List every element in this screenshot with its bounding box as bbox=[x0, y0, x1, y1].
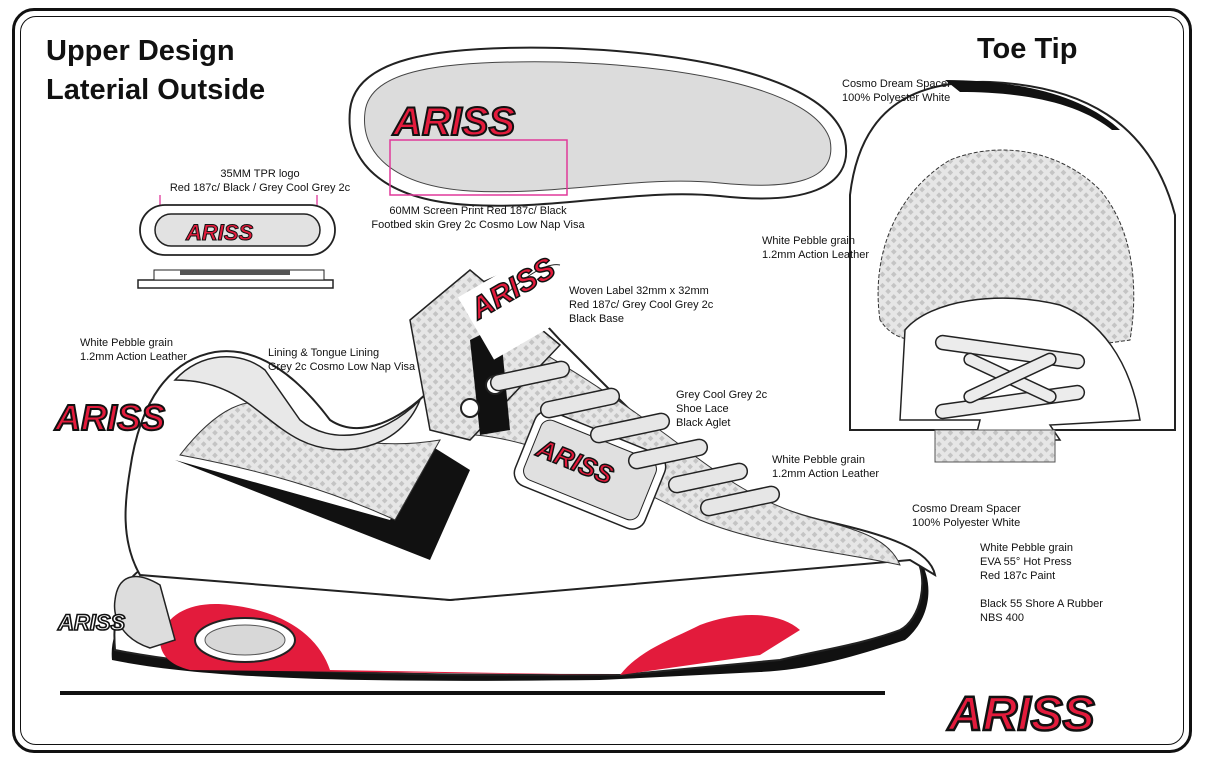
note-spacer-side: Cosmo Dream Spacer 100% Polyester White bbox=[912, 502, 1021, 530]
note-heel-pebble-line1: White Pebble grain bbox=[80, 337, 173, 349]
note-heel-pebble: White Pebble grain 1.2mm Action Leather bbox=[80, 336, 187, 364]
note-lining-line1: Lining & Tongue Lining bbox=[268, 347, 380, 359]
note-sole-line4: Black 55 Shore A Rubber bbox=[980, 598, 1103, 610]
note-sole-line2: EVA 55° Hot Press bbox=[980, 556, 1072, 568]
note-vamp-pebble-line1: White Pebble grain bbox=[772, 454, 865, 466]
note-tpr-line2: Red 187c/ Black / Grey Cool Grey 2c bbox=[169, 182, 351, 194]
note-tpr-logo: 35MM TPR logo Red 187c/ Black / Grey Coo… bbox=[160, 167, 360, 195]
title-laterial-outside: Laterial Outside bbox=[46, 74, 266, 106]
note-toe-pebble-line2: 1.2mm Action Leather bbox=[762, 249, 870, 261]
note-footbed-line2: Footbed skin Grey 2c Cosmo Low Nap Visa bbox=[371, 219, 585, 231]
note-tpr-line1: 35MM TPR logo bbox=[220, 168, 300, 180]
note-lining: Lining & Tongue Lining Grey 2c Cosmo Low… bbox=[268, 346, 415, 374]
note-sole-line3: Red 187c Paint bbox=[980, 570, 1056, 582]
title-upper-design: Upper Design bbox=[46, 35, 235, 67]
note-lace-line3: Black Aglet bbox=[676, 417, 731, 429]
toe-tip-view bbox=[849, 80, 1176, 463]
footbed-ariss-logo: ARISS bbox=[392, 100, 516, 144]
note-spacer-line2: 100% Polyester White bbox=[912, 517, 1021, 529]
note-toe-spacer: Cosmo Dream Spacer 100% Polyester White bbox=[842, 77, 951, 105]
note-sole-line5: NBS 400 bbox=[980, 612, 1025, 624]
note-sole-line1: White Pebble grain bbox=[980, 542, 1073, 554]
note-vamp-pebble-line2: 1.2mm Action Leather bbox=[772, 468, 880, 480]
note-vamp-pebble: White Pebble grain 1.2mm Action Leather bbox=[772, 453, 879, 481]
note-spacer-line1: Cosmo Dream Spacer bbox=[912, 503, 1021, 515]
note-footbed-line1: 60MM Screen Print Red 187c/ Black bbox=[389, 205, 567, 217]
tpr-ariss-logo: ARISS bbox=[185, 220, 254, 245]
note-toe-spacer-line1: Cosmo Dream Spacer bbox=[842, 78, 951, 90]
outer-frame bbox=[12, 8, 1192, 753]
inner-frame bbox=[20, 16, 1184, 745]
note-toe-pebble-line1: White Pebble grain bbox=[762, 235, 855, 247]
note-woven-line3: Black Base bbox=[569, 313, 625, 325]
title-toe-tip: Toe Tip bbox=[977, 33, 1078, 65]
shoe-side-view bbox=[111, 252, 937, 681]
note-lace: Grey Cool Grey 2c Shoe Lace Black Aglet bbox=[676, 388, 767, 430]
note-lining-line2: Grey 2c Cosmo Low Nap Visa bbox=[268, 361, 416, 373]
note-lace-line1: Grey Cool Grey 2c bbox=[676, 389, 768, 401]
note-toe-pebble: White Pebble grain 1.2mm Action Leather bbox=[762, 234, 869, 262]
note-toe-spacer-line2: 100% Polyester White bbox=[842, 92, 951, 104]
note-woven-line1: Woven Label 32mm x 32mm bbox=[569, 285, 709, 297]
side-ariss-logo: ARISS bbox=[54, 397, 165, 438]
note-heel-pebble-line2: 1.2mm Action Leather bbox=[80, 351, 188, 363]
footbed-insole bbox=[348, 46, 848, 207]
note-sole: White Pebble grain EVA 55° Hot Press Red… bbox=[980, 541, 1103, 625]
note-woven-line2: Red 187c/ Grey Cool Grey 2c bbox=[569, 299, 714, 311]
corner-ariss-logo: ARISS bbox=[947, 688, 1095, 741]
heel-ariss-logo: ARISS bbox=[57, 610, 126, 635]
note-woven-label: Woven Label 32mm x 32mm Red 187c/ Grey C… bbox=[569, 284, 713, 326]
tpr-logo-plate bbox=[137, 195, 336, 289]
note-lace-line2: Shoe Lace bbox=[676, 403, 729, 415]
note-footbed: 60MM Screen Print Red 187c/ Black Footbe… bbox=[368, 204, 588, 232]
woven-label bbox=[458, 252, 572, 360]
